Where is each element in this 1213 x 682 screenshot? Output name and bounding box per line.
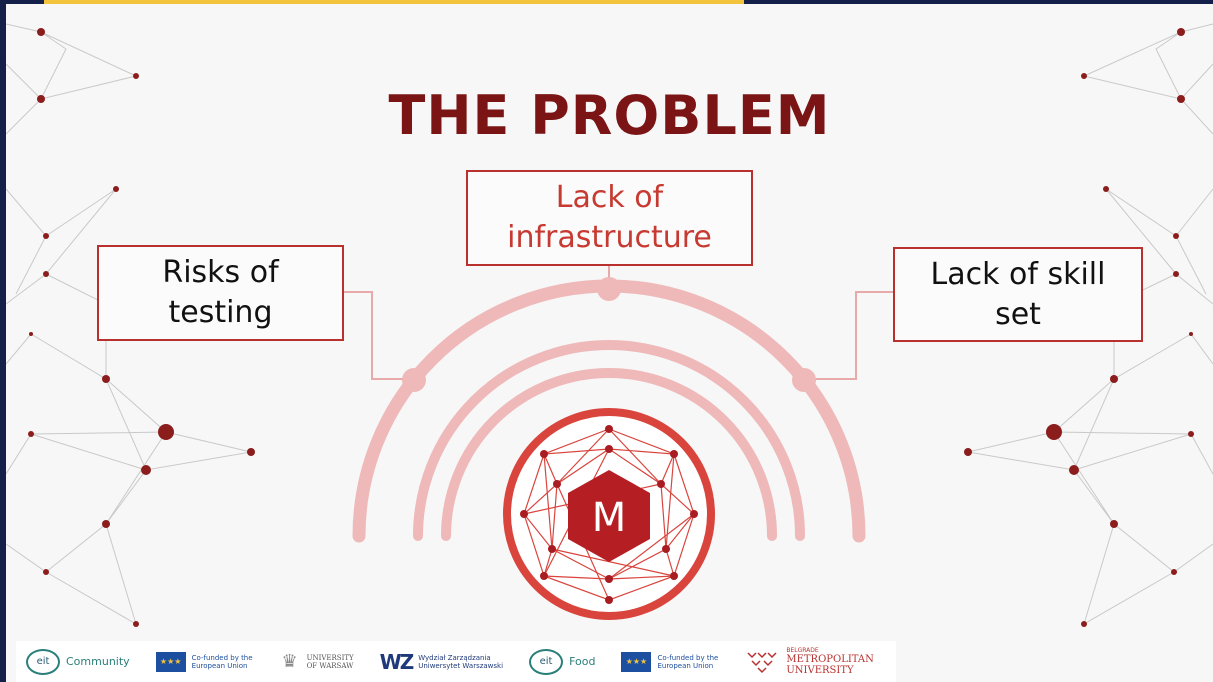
wz-text: Wydział Zarządzania Uniwersytet Warszaws…	[418, 653, 504, 670]
problem-box-risks-of-testing: Risks of testing	[97, 245, 344, 341]
logo-eu-cofunded-2: ★★★ Co-funded by the European Union	[621, 651, 719, 672]
right-network-nodes	[964, 28, 1194, 627]
problem-box-label: Risks of testing	[162, 255, 279, 330]
problem-box-lack-of-infrastructure: Lack of infrastructure	[466, 170, 753, 266]
slide: M THE PROBLEM Risks of testing Lack of i…	[6, 4, 1213, 682]
arc-nodes	[402, 277, 816, 392]
eagle-emblem-icon: ♛	[281, 650, 298, 672]
logo-eu-cofunded: ★★★ Co-funded by the European Union	[155, 651, 253, 672]
bmu-city: BELGRADE	[786, 647, 819, 654]
emblem-letter: M	[592, 495, 627, 541]
bmu-name: METROPOLITAN UNIVERSITY	[786, 654, 874, 676]
problem-box-label: Lack of skill set	[930, 256, 1106, 332]
wz-mark: WZ	[379, 649, 415, 674]
uw-text: UNIVERSITY OF WARSAW	[306, 653, 354, 670]
slide-artwork: M	[6, 23, 1213, 627]
eu-flag-icon: ★★★	[621, 651, 652, 672]
eu-cofunded-text: Co-funded by the European Union	[657, 653, 719, 670]
top-accent-bar	[44, 0, 744, 4]
eit-food-word: Food	[569, 655, 596, 668]
problem-box-label: Lack of infrastructure	[507, 180, 712, 255]
partner-logos-bar: eit Community ★★★ Co-funded by the Europ…	[16, 641, 896, 682]
problem-box-lack-of-skill-set: Lack of skill set	[893, 247, 1143, 342]
bmu-chevron-icon	[747, 651, 777, 673]
eit-community-word: Community	[66, 655, 130, 668]
logo-belgrade-metropolitan-university: BELGRADE METROPOLITAN UNIVERSITY	[744, 647, 874, 676]
left-network-nodes	[28, 28, 255, 627]
logo-eit-food: eit Food	[529, 648, 596, 675]
eu-cofunded-text: Co-funded by the European Union	[191, 653, 253, 670]
logo-eit-community: eit Community	[26, 648, 130, 675]
logo-wz: WZ Wydział Zarządzania Uniwersytet Warsz…	[380, 650, 503, 674]
m-emblem: M	[503, 408, 715, 620]
logo-university-of-warsaw: ♛ UNIVERSITY OF WARSAW	[279, 650, 354, 674]
eu-flag-icon: ★★★	[155, 651, 186, 672]
slide-title: THE PROBLEM	[388, 84, 831, 147]
eit-badge: eit	[529, 648, 564, 675]
eit-badge: eit	[26, 648, 60, 675]
